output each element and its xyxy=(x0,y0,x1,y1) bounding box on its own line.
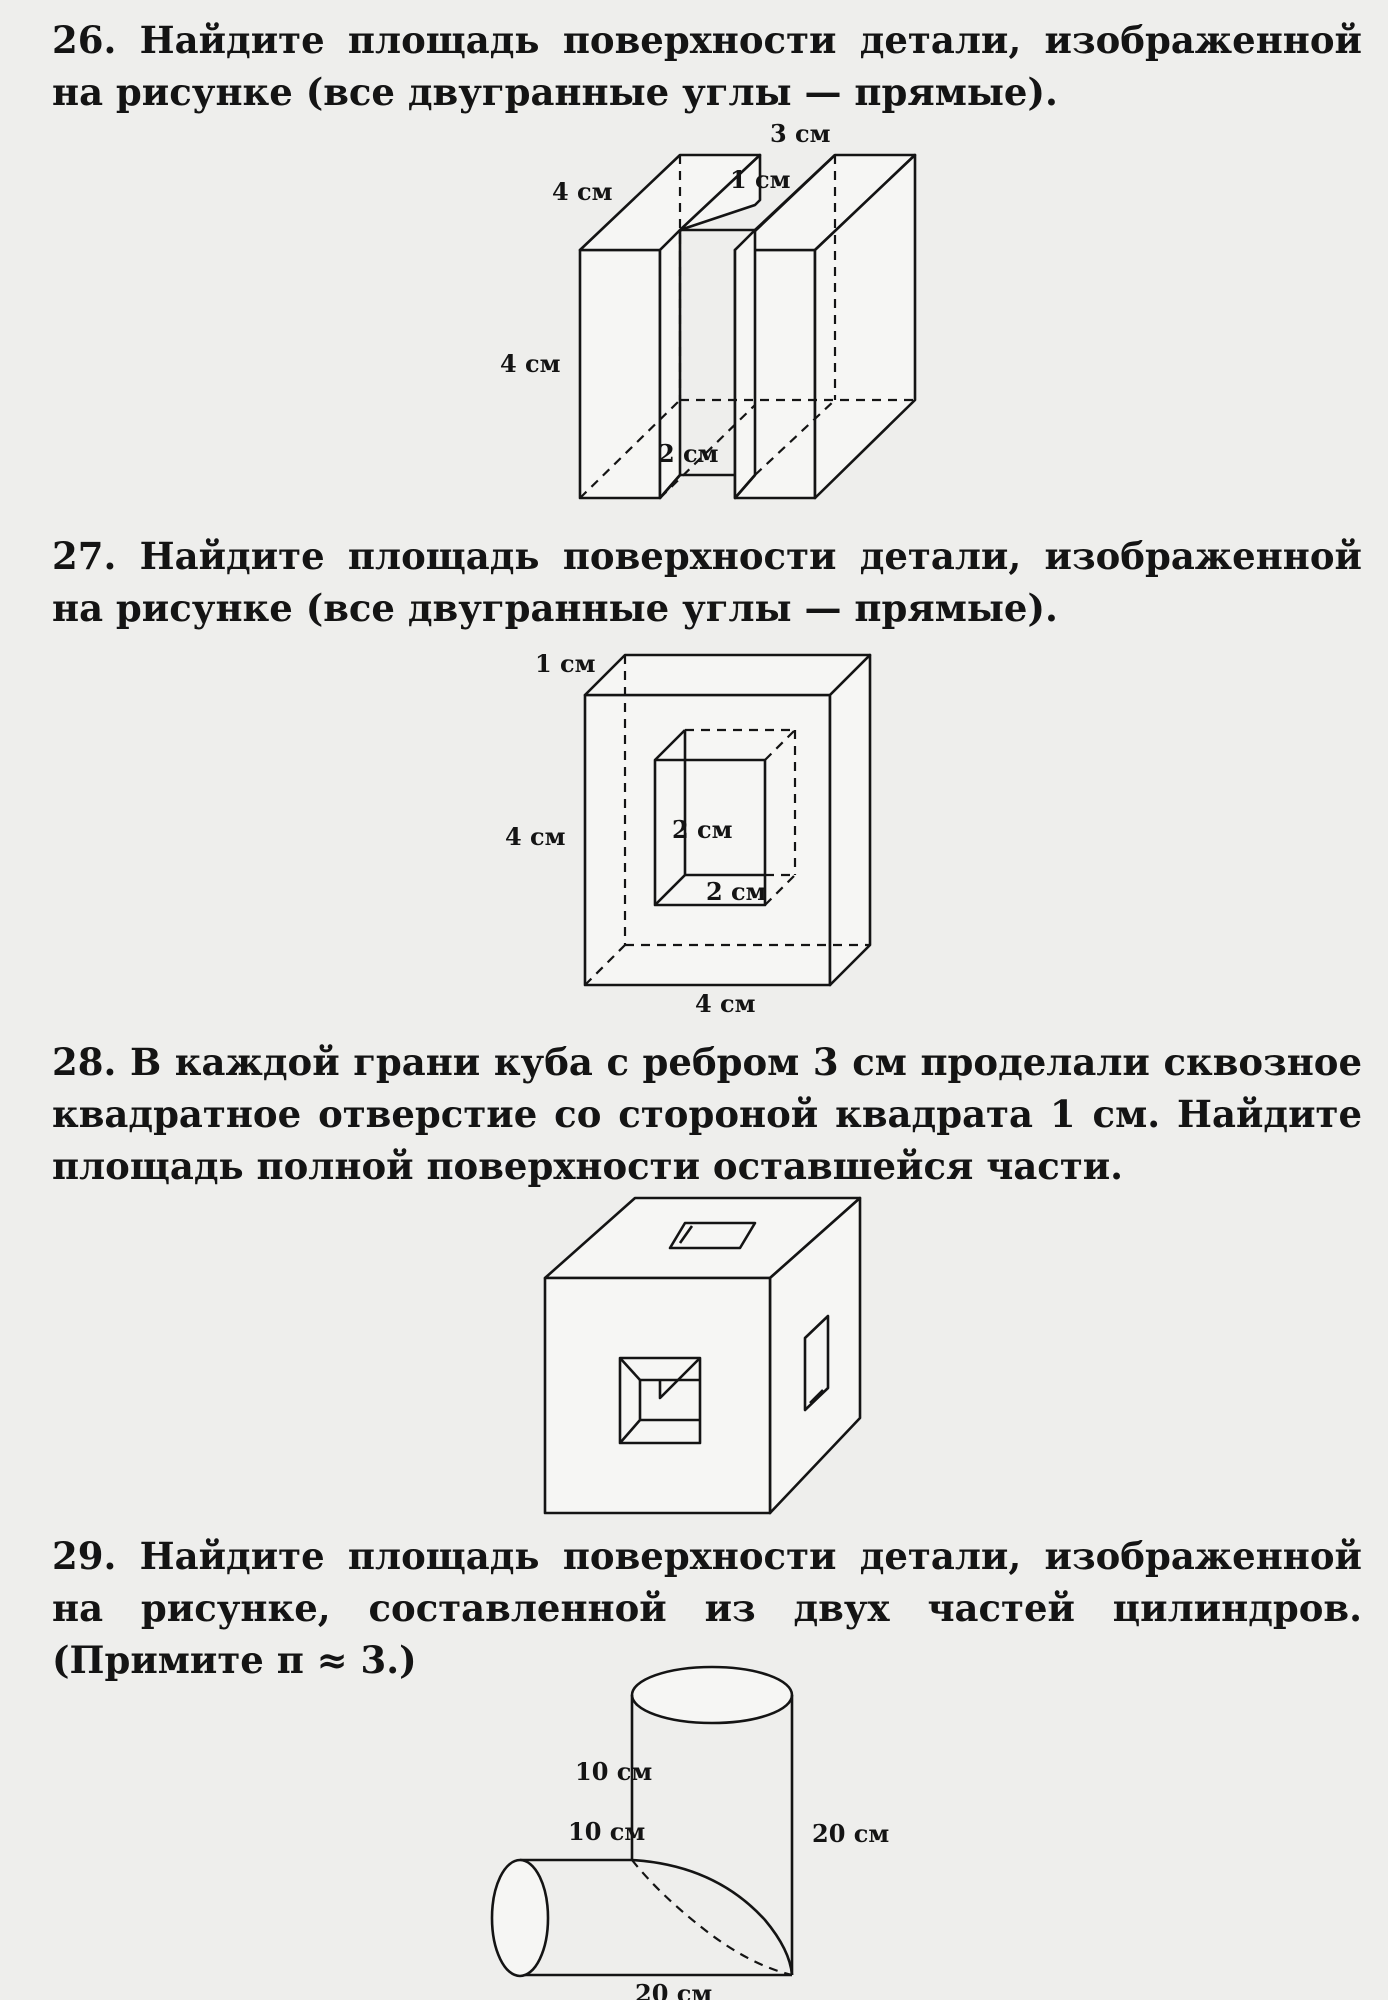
label-hole-width: 2 см xyxy=(706,877,767,906)
cylinder-parts-diagram: 10 см 10 см 20 см 20 см xyxy=(490,1665,889,2000)
figure-28 xyxy=(540,1196,862,1518)
problem-number: 27. xyxy=(52,534,117,578)
label-right: 20 см xyxy=(812,1819,889,1848)
problem-27: 27. Найдите площадь поверхности детали, … xyxy=(52,530,1362,634)
label-left: 10 см xyxy=(568,1817,645,1846)
label-bottom: 2 см xyxy=(658,439,719,468)
problem-number: 26. xyxy=(52,18,117,62)
problem-text: Найдите площадь поверхности детали, изоб… xyxy=(52,1534,1362,1682)
label-height: 4 см xyxy=(500,349,561,378)
problem-number: 28. xyxy=(52,1040,117,1084)
label-height: 4 см xyxy=(505,822,566,851)
label-width: 4 см xyxy=(695,989,756,1018)
problem-text: Найдите площадь поверхности детали, изоб… xyxy=(52,18,1362,114)
label-top: 3 см xyxy=(770,119,831,148)
problem-number: 29. xyxy=(52,1534,117,1578)
problem-26: 26. Найдите площадь поверхности детали, … xyxy=(52,14,1362,118)
figure-27: 1 см 4 см 2 см 2 см 4 см xyxy=(500,640,920,1018)
figure-29: 10 см 10 см 20 см 20 см xyxy=(490,1640,910,2000)
label-depth: 1 см xyxy=(535,649,596,678)
problem-28: 28. В каждой грани куба с ребром 3 см пр… xyxy=(52,1036,1362,1192)
label-hole-height: 2 см xyxy=(672,815,733,844)
frame-part-diagram: 1 см 4 см 2 см 2 см 4 см xyxy=(505,649,872,1018)
problem-text: Найдите площадь поверхности детали, изоб… xyxy=(52,534,1362,630)
label-upper: 10 см xyxy=(575,1757,652,1786)
problem-text: В каждой грани куба с ребром 3 см продел… xyxy=(52,1040,1362,1188)
cube-with-holes-diagram xyxy=(543,1196,862,1515)
label-inner: 1 см xyxy=(730,165,791,194)
problem-29: 29. Найдите площадь поверхности детали, … xyxy=(52,1530,1362,1686)
u-shaped-part-diagram: 3 см 1 см 4 см 4 см 2 см xyxy=(500,119,917,500)
label-depth: 4 см xyxy=(552,177,613,206)
figure-26: 3 см 1 см 4 см 4 см 2 см xyxy=(500,119,940,510)
label-bottom: 20 см xyxy=(635,1979,712,2000)
